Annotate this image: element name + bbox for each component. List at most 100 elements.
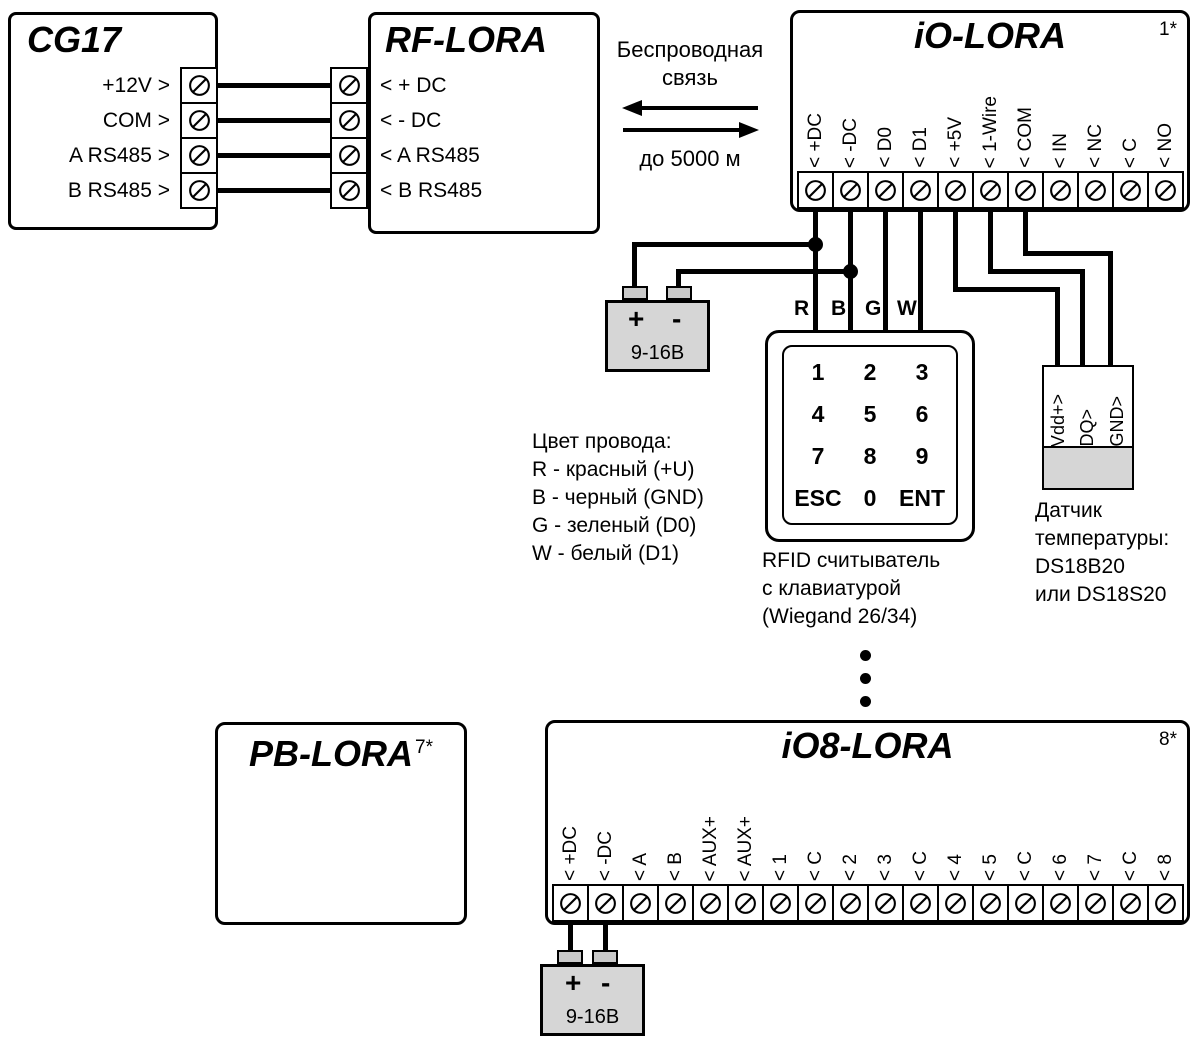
terminal-column: < AUX+: [727, 815, 764, 922]
screw-terminal: [937, 171, 974, 209]
screw-icon: [980, 892, 1001, 914]
screw-icon: [338, 110, 360, 131]
screw-terminal: [762, 884, 799, 922]
bidirectional-arrows-icon: [622, 100, 759, 138]
wire-segment: [1080, 269, 1085, 367]
screw-icon: [805, 179, 826, 201]
screw-terminal: [180, 172, 218, 209]
screw-terminal: [797, 171, 834, 209]
screw-terminal: [657, 884, 694, 922]
terminal-label: A RS485 >: [69, 143, 170, 167]
terminal-column: < D1: [902, 127, 939, 209]
terminal-row: < B RS485: [330, 172, 482, 209]
pb-lora-note: 7*: [415, 737, 433, 758]
terminal-label: < A: [629, 853, 651, 881]
screw-terminal: [1147, 884, 1184, 922]
terminal-label: < AUX+: [734, 815, 756, 882]
keypad-caption-line: RFID считыватель: [762, 549, 941, 572]
terminal-column: < IN: [1042, 133, 1079, 209]
screw-icon: [875, 179, 896, 201]
sensor-caption-line: Датчик: [1035, 499, 1102, 522]
wire-tag-g: G: [865, 297, 882, 320]
screw-icon: [910, 892, 931, 914]
screw-terminal: [1077, 171, 1114, 209]
power-supply-2: + - 9-16В: [540, 964, 645, 1036]
screw-icon: [945, 892, 966, 914]
terminal-column: < NC: [1077, 124, 1114, 209]
screw-terminal: [330, 102, 368, 139]
terminal-column: < AUX+: [692, 816, 729, 922]
screw-terminal: [1077, 884, 1114, 922]
screw-icon: [1050, 179, 1071, 201]
terminal-column: < C: [1112, 851, 1149, 922]
wire-segment: [918, 209, 923, 330]
sensor-body: [1044, 446, 1132, 488]
screw-terminal: [902, 884, 939, 922]
terminal-label: < A RS485: [380, 143, 480, 167]
junction-dot: [808, 237, 823, 252]
screw-icon: [595, 892, 616, 914]
screw-terminal: [587, 884, 624, 922]
screw-icon: [1155, 892, 1176, 914]
keypad-key: ENT: [899, 484, 945, 511]
screw-terminal: [330, 137, 368, 174]
keypad-key: 5: [863, 400, 877, 427]
terminal-label: < B: [664, 851, 686, 881]
io-lora-terminal-strip: < +DC < -DC < D0: [797, 96, 1184, 209]
terminal-row: A RS485 >: [69, 137, 218, 174]
psu-terminal-tab: [592, 950, 618, 964]
terminal-column: < 8: [1147, 854, 1184, 922]
wire-segment: [953, 209, 958, 292]
keypad-key: 9: [915, 442, 929, 469]
terminal-column: < C: [797, 851, 834, 922]
terminal-column: < 1-Wire: [972, 96, 1009, 209]
wire-segment: [1023, 209, 1028, 256]
screw-terminal: [692, 884, 729, 922]
legend-item: R - красный (+U): [532, 458, 695, 481]
terminal-label: < +DC: [559, 826, 581, 881]
terminal-column: < B: [657, 852, 694, 922]
terminal-row: B RS485 >: [68, 172, 218, 209]
sensor-caption-line: температуры:: [1035, 527, 1170, 550]
wire-tag-r: R: [794, 297, 810, 320]
screw-icon: [560, 892, 581, 914]
screw-terminal: [622, 884, 659, 922]
sensor-pin-label: GND>: [1106, 396, 1127, 447]
cg17-title: CG17: [27, 19, 122, 60]
rf-lora-title: RF-LORA: [385, 19, 547, 60]
terminal-label: < 7: [1084, 854, 1106, 881]
device-cg17: CG17 +12V > COM > A RS48: [8, 12, 218, 230]
keypad-key: 7: [811, 442, 825, 469]
screw-icon: [1085, 892, 1106, 914]
wire-color-legend: Цвет провода: R - красный (+U)B - черный…: [532, 428, 704, 568]
wire-segment: [1055, 287, 1060, 367]
terminal-column: < +DC: [797, 113, 834, 209]
screw-terminal: [180, 137, 218, 174]
terminal-column: < 1: [762, 854, 799, 922]
terminal-column: < C: [1007, 851, 1044, 922]
wire-segment: [214, 188, 334, 193]
terminal-label: < NO: [1154, 123, 1176, 168]
psu-terminal-tab: [666, 286, 692, 300]
wire-segment: [603, 919, 608, 952]
terminal-label: < C: [1119, 850, 1141, 881]
rf-lora-terminal-strip: < + DC < - DC < A RS485: [330, 67, 482, 209]
wire-segment: [568, 919, 573, 952]
terminal-column: < -DC: [587, 831, 624, 922]
sensor-pin-label: DQ>: [1077, 409, 1098, 447]
screw-icon: [338, 145, 360, 166]
screw-terminal: [1112, 171, 1149, 209]
terminal-column: < 4: [937, 854, 974, 922]
screw-icon: [188, 145, 210, 166]
terminal-column: < C: [1112, 138, 1149, 209]
wire-segment: [883, 209, 888, 330]
io8-lora-title: iO8-LORA: [781, 725, 954, 766]
screw-icon: [188, 75, 210, 96]
terminal-label: < C: [1014, 850, 1036, 881]
legend-title: Цвет провода:: [532, 430, 672, 453]
terminal-label: < 5: [979, 854, 1001, 881]
wire-segment: [676, 269, 851, 274]
terminal-label: < C: [804, 850, 826, 881]
psu-voltage-label: 9-16В: [565, 1006, 620, 1028]
device-io-lora: iO-LORA 1* < +DC < -DC: [790, 10, 1190, 212]
